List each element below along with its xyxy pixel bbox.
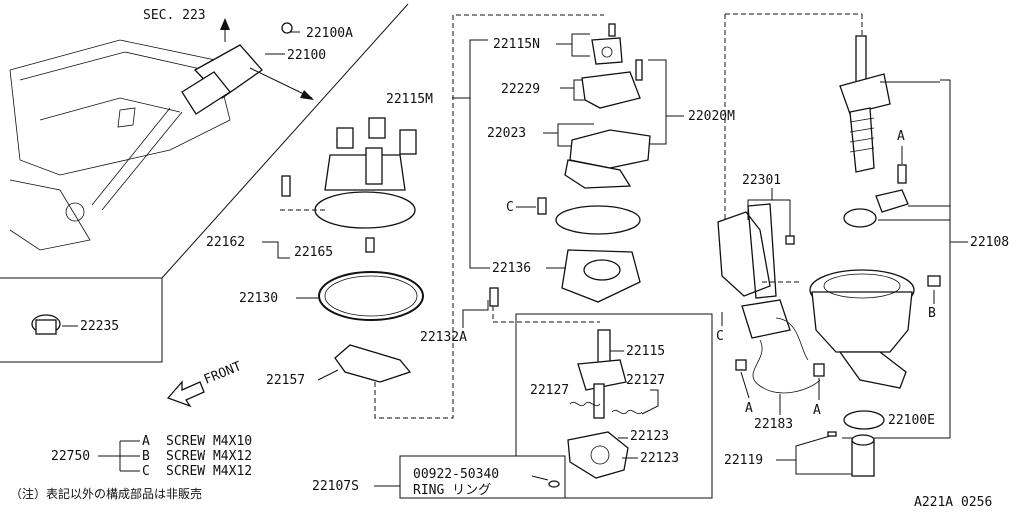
- diagram-id: A221A 0256: [914, 495, 992, 510]
- ring-part-number: 00922-50340: [413, 467, 499, 482]
- callout-22107S: 22107S: [312, 479, 359, 494]
- callout-22119: 22119: [724, 453, 763, 468]
- front-arrow: [166, 380, 205, 408]
- screw-part-number: 22750: [51, 449, 90, 464]
- callout-22157: 22157: [266, 373, 305, 388]
- ignition-module: [717, 203, 825, 394]
- callout-22130: 22130: [239, 291, 278, 306]
- callout-22115N: 22115N: [493, 37, 540, 52]
- screw-desc-a: SCREW M4X10: [166, 434, 252, 449]
- callout-a-low-left: A: [745, 401, 753, 416]
- callout-22100E: 22100E: [888, 413, 935, 428]
- callout-c-left: C: [506, 200, 514, 215]
- section-reference: SEC. 223: [143, 8, 206, 23]
- cap-assembly: [280, 14, 604, 419]
- callout-a-low-right: A: [813, 403, 821, 418]
- screw-code-a: A: [142, 434, 150, 449]
- callout-22123-upper: 22123: [630, 429, 669, 444]
- callout-22132A: 22132A: [420, 330, 467, 345]
- engine-inset: [0, 3, 409, 363]
- distributor-housing: [809, 269, 941, 389]
- screw-desc-b: SCREW M4X12: [166, 449, 252, 464]
- callout-b-right: B: [928, 306, 936, 321]
- callout-22162: 22162: [206, 235, 245, 250]
- screw-code-b: B: [142, 449, 150, 464]
- direction-arrow-icon: [300, 90, 314, 100]
- callout-22165: 22165: [294, 245, 333, 260]
- callout-22183: 22183: [754, 417, 793, 432]
- callout-22020M: 22020M: [688, 109, 735, 124]
- callout-c-mid: C: [716, 329, 724, 344]
- screw-code-c: C: [142, 464, 150, 479]
- callout-22127-right: 22127: [626, 373, 665, 388]
- callout-22127-left: 22127: [530, 383, 569, 398]
- callout-22136: 22136: [492, 261, 531, 276]
- callout-22115: 22115: [626, 344, 665, 359]
- breaker-plate-parts: [555, 23, 651, 303]
- distributor-shaft: [839, 35, 891, 173]
- callout-22023: 22023: [487, 126, 526, 141]
- callout-22100A: 22100A: [306, 26, 353, 41]
- front-label: FRONT: [202, 359, 244, 388]
- bushing-part: [31, 314, 61, 335]
- callout-22235: 22235: [80, 319, 119, 334]
- callout-22301: 22301: [742, 173, 781, 188]
- footnote: （注）表記以外の構成部品は非販売: [10, 486, 202, 501]
- callout-22100: 22100: [287, 48, 326, 63]
- callout-22108: 22108: [970, 235, 1009, 250]
- governor-shaft: [567, 329, 643, 479]
- callout-22115M: 22115M: [386, 92, 433, 107]
- screw-desc-c: SCREW M4X12: [166, 464, 252, 479]
- callout-a-top: A: [897, 129, 905, 144]
- up-arrow-icon: [220, 18, 230, 30]
- coupling-part: [827, 431, 875, 477]
- callout-22123-lower: 22123: [640, 451, 679, 466]
- ring-part-name: RING リング: [413, 483, 491, 498]
- callout-22229: 22229: [501, 82, 540, 97]
